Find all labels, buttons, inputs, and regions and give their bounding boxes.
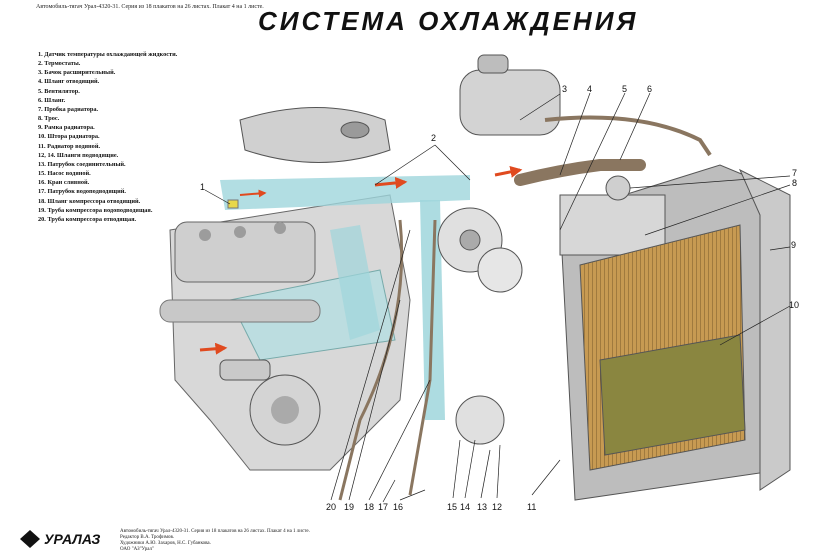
legend-item: 4. Шланг отводящий. <box>38 78 100 86</box>
radiator <box>559 164 791 501</box>
legend-item: 16. Кран сливной. <box>38 179 90 187</box>
legend-item: 2. Термостаты. <box>38 60 81 68</box>
callout-label: 7 <box>792 168 797 178</box>
legend-item: 9. Рамка радиатора. <box>38 124 95 132</box>
legend-item: 19. Труба компрессора водоподводящая. <box>38 206 153 214</box>
callout-label: 3 <box>562 84 567 94</box>
callout-label: 19 <box>344 502 354 512</box>
callout-label: 8 <box>792 178 797 188</box>
callout-label: 1 <box>200 182 205 192</box>
footer-line: Редактор В.А. Трофимов. <box>120 535 175 540</box>
callout-label: 13 <box>477 502 487 512</box>
legend-item: 5. Вентилятор. <box>38 87 80 95</box>
callout-label: 18 <box>364 502 374 512</box>
temperature-sensor <box>227 199 239 209</box>
callout-numbers: 1 2 3 4 5 6 7 8 9 10 11 12 13 14 15 16 1… <box>200 84 799 512</box>
callout-label: 12 <box>492 502 502 512</box>
air-filter <box>239 107 391 163</box>
legend-item: 7. Пробка радиатора. <box>38 105 99 113</box>
radiator-shutter <box>599 334 746 456</box>
callout-label: 11 <box>527 502 536 512</box>
footer-line: Художники А.Ю. Захаров, Н.С. Губанкова. <box>120 541 211 546</box>
callout-label: 16 <box>393 502 403 512</box>
coolant-flow-arrows <box>199 165 523 355</box>
expansion-tank <box>459 54 712 157</box>
legend-item: 8. Трос. <box>38 115 60 123</box>
legend-item: 6. Шланг. <box>38 96 66 104</box>
water-pump-fan <box>437 207 523 445</box>
legend-item: 15. Насос водяной. <box>38 170 91 178</box>
legend-item: 17. Патрубок водоподводящий. <box>38 188 126 196</box>
callout-label: 10 <box>789 300 799 310</box>
footer-credits: Автомобиль-тягач Урал-4320-31. Серия из … <box>120 529 310 553</box>
callout-label: 15 <box>447 502 457 512</box>
header-note: Автомобиль-тягач Урал-4320-31. Серия из … <box>36 4 264 10</box>
legend-item: 10. Штора радиатора. <box>38 133 100 141</box>
callout-label: 4 <box>587 84 592 94</box>
svg-text:УРАЛАЗ: УРАЛАЗ <box>44 531 100 547</box>
legend-item: 3. Бачок расширительный. <box>38 69 116 77</box>
footer-line: ОАО "АЗ"Урал" <box>120 547 155 552</box>
air-compressor <box>219 359 321 446</box>
callout-label: 17 <box>378 502 388 512</box>
legend-item: 20. Труба компрессора отводящая. <box>38 215 137 223</box>
callout-label: 5 <box>622 84 627 94</box>
compressor-pipe <box>338 219 404 501</box>
page-title: СИСТЕМА ОХЛАЖДЕНИЯ <box>258 6 639 36</box>
legend-item: 11. Радиатор водяной. <box>38 142 101 150</box>
legend-item: 1. Датчик температуры охлаждающей жидкос… <box>38 51 178 58</box>
legend-item: 18. Шланг компрессора отводящий. <box>38 197 141 205</box>
legend-item: 13. Патрубок соединительный. <box>38 160 126 168</box>
upper-hose <box>514 159 646 186</box>
uralaz-logo: УРАЛАЗ <box>18 528 114 550</box>
callout-label: 2 <box>431 133 436 143</box>
leader-lines <box>204 92 791 503</box>
parts-legend: 1. Датчик температуры охлаждающей жидкос… <box>38 50 177 224</box>
footer-line: Автомобиль-тягач Урал-4320-31. Серия из … <box>120 529 310 534</box>
callout-label: 14 <box>460 502 470 512</box>
callout-label: 9 <box>791 240 796 250</box>
callout-label: 20 <box>326 502 336 512</box>
legend-item: 12, 14. Шланги подводящие. <box>38 151 119 159</box>
coolant-jacket <box>220 175 470 420</box>
callout-label: 6 <box>647 84 652 94</box>
